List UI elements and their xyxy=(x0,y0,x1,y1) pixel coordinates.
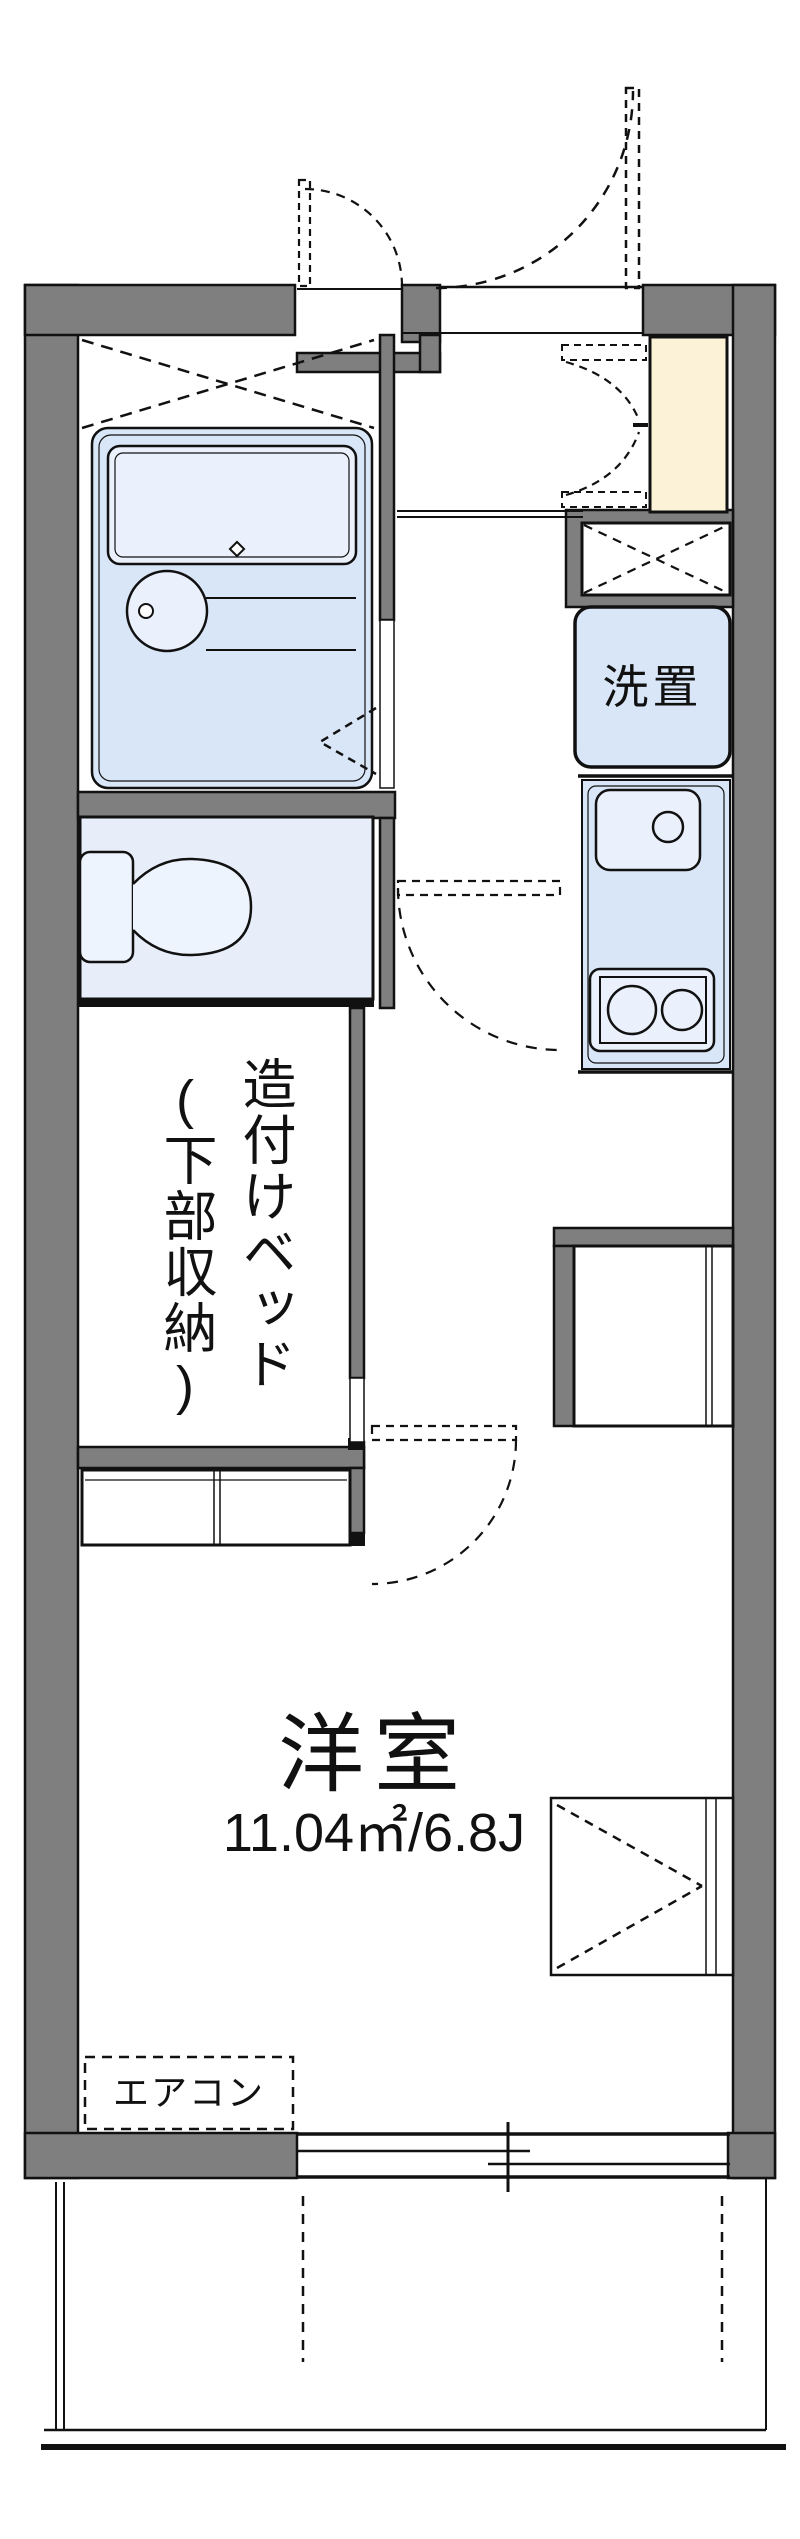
closet xyxy=(549,1796,735,1977)
meterbox-door-arc xyxy=(304,187,404,287)
aircon-label: エアコン xyxy=(112,2072,265,2113)
balcony xyxy=(41,2178,786,2450)
wall-toilet-bed-divider xyxy=(78,997,374,1007)
storage-upper-box xyxy=(572,1244,735,1428)
bath-upper-x-line-1 xyxy=(81,338,375,430)
wall-closet-left xyxy=(552,1244,576,1428)
wall-left xyxy=(23,283,80,2180)
refrigerator-x-1 xyxy=(583,524,729,594)
bed-cabinet xyxy=(80,1468,352,1547)
kitchen-counter-inner-line xyxy=(587,785,725,1064)
interior-doors xyxy=(349,879,562,1586)
wall-bottom-left xyxy=(23,2131,299,2180)
refrigerator-space xyxy=(580,521,732,597)
shoe-cabinet-door-leaf-top xyxy=(561,344,647,361)
refrigerator-x-2 xyxy=(583,524,729,594)
wall-bath-right xyxy=(378,333,396,622)
bath-door-jamb xyxy=(379,619,395,789)
room-door-arc xyxy=(371,1439,518,1586)
wall-meterbox-notch xyxy=(418,333,442,374)
hall-door-leaf xyxy=(396,879,562,897)
shoe-cabinet-door-arc-bottom xyxy=(565,431,641,497)
kitchen xyxy=(578,774,733,1074)
wall-cap-2 xyxy=(348,1533,365,1546)
kitchen-faucet xyxy=(651,810,685,844)
closet-door-dash-2 xyxy=(556,1884,703,1970)
western-room-label: 洋室 xyxy=(278,1707,470,1803)
wall-kitchen-room xyxy=(552,1226,735,1248)
wall-toilet-right xyxy=(378,816,396,1010)
laundry-space-box xyxy=(573,605,732,769)
western-room-area-label: 11.04㎡/6.8J xyxy=(222,1803,526,1863)
bath-upper-x-line-2 xyxy=(81,338,375,430)
entrance xyxy=(297,86,648,518)
shoe-cabinet xyxy=(648,335,729,514)
toilet-bowl xyxy=(132,857,253,957)
bathroom xyxy=(81,338,395,790)
wall-stub-room-entry xyxy=(348,1466,366,1535)
bed-cabinet-box xyxy=(80,1468,352,1547)
kitchen-sink xyxy=(594,788,702,872)
storage-upper xyxy=(572,1244,735,1428)
entrance-door-leaf xyxy=(624,86,641,290)
room-door-jamb xyxy=(349,1377,365,1443)
bathtub-inner-line xyxy=(114,452,350,558)
closet-box xyxy=(549,1796,735,1977)
wash-basin-drain xyxy=(138,603,154,619)
unit-bath-inner-line xyxy=(98,434,366,782)
bath-folding-door xyxy=(317,706,377,776)
meterbox-door-leaf xyxy=(297,178,312,288)
wall-right xyxy=(731,283,777,2180)
stove-inner-frame xyxy=(599,976,707,1044)
built-in-bed-label-line1: 造付けベッド xyxy=(234,1056,294,1392)
stove-burner-left xyxy=(606,984,658,1036)
stove-burner-right xyxy=(660,988,704,1032)
wall-bath-toilet xyxy=(76,790,397,820)
closet-door-dash-1 xyxy=(556,1803,703,1888)
wall-bed-right-upper xyxy=(348,1006,366,1380)
wash-basin xyxy=(125,569,209,653)
built-in-bed-label-line2: (下部収納) xyxy=(155,1070,215,1418)
entrance-door-arc xyxy=(435,90,635,290)
laundry-space-label: 洗置 xyxy=(602,661,703,713)
built-in-bed-label: 造付けベッド (下部収納) xyxy=(146,1056,304,1456)
wall-top-left xyxy=(23,283,297,337)
room-door-leaf xyxy=(370,1424,518,1442)
hall-door-arc xyxy=(396,887,561,1052)
bathtub xyxy=(106,444,358,566)
wall-bottom-right xyxy=(726,2131,777,2180)
bathtub-drain xyxy=(228,540,246,558)
aircon-box xyxy=(83,2055,295,2131)
shoe-cabinet-door-leaf-bottom xyxy=(561,491,647,508)
toilet-tank xyxy=(78,850,135,964)
sliding-window xyxy=(297,2122,730,2192)
wall-bed-bottom xyxy=(76,1445,366,1470)
toilet-room xyxy=(78,815,375,1001)
shoe-cabinet-door-arc-top xyxy=(565,360,641,421)
